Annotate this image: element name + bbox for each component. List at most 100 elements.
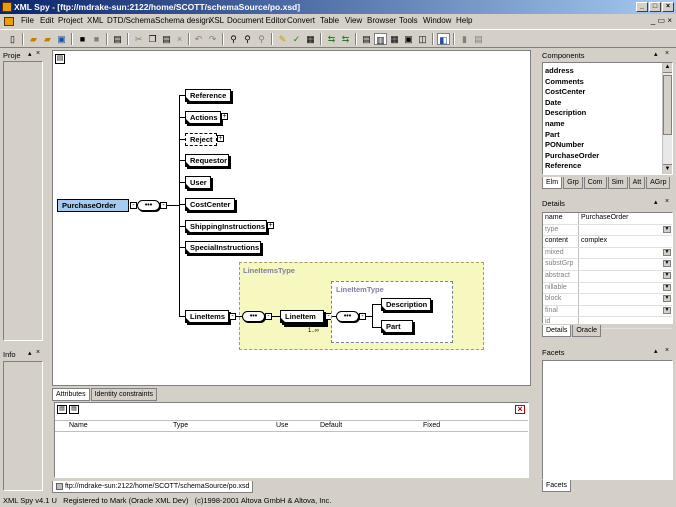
save-icon[interactable]: ■ (79, 34, 86, 44)
panel-close-icon[interactable]: × (665, 347, 670, 354)
details-row[interactable]: id (543, 317, 672, 329)
element-reference[interactable]: Reference (185, 89, 231, 102)
open-url-icon[interactable]: ▰ (44, 34, 51, 44)
list-item[interactable]: name (545, 118, 565, 128)
column-default[interactable]: Default (320, 422, 343, 429)
panel-close-icon[interactable]: × (665, 198, 670, 205)
tab-att[interactable]: Att (628, 177, 646, 189)
show-globals-icon[interactable]: ▤ (55, 54, 65, 64)
details-row[interactable]: type▼ (543, 224, 672, 237)
scroll-thumb[interactable] (663, 75, 672, 135)
delete-icon[interactable]: × (176, 34, 183, 44)
menu-file[interactable]: File (21, 16, 34, 25)
replace-icon[interactable]: ⚲ (258, 34, 265, 44)
mdi-controls[interactable]: _ ▭ × (650, 16, 672, 25)
details-row[interactable]: nillable▼ (543, 282, 672, 295)
xsl-fo-icon[interactable]: ⇆ (341, 34, 350, 44)
tab-oracle[interactable]: Oracle (572, 325, 602, 337)
details-value[interactable]: ▼ (579, 225, 672, 236)
save-all-icon[interactable]: ■ (93, 34, 100, 44)
menu-schema-design[interactable]: Schema design (155, 16, 211, 25)
close-icon[interactable]: × (662, 2, 674, 12)
list-item[interactable]: Reference (545, 161, 582, 171)
menu-help[interactable]: Help (456, 16, 473, 25)
list-item[interactable]: Description (545, 108, 587, 118)
redo-icon[interactable]: ↷ (208, 34, 217, 44)
panel-pin-icon[interactable]: ▴ (654, 199, 658, 206)
xmlspy-app-icon[interactable] (2, 2, 12, 12)
document-icon[interactable] (4, 17, 14, 26)
dropdown-arrow-icon[interactable]: ▼ (663, 295, 671, 303)
root-element-node[interactable]: PurchaseOrder (57, 199, 129, 212)
list-item[interactable]: PONumber (545, 140, 585, 150)
details-row[interactable]: abstract▼ (543, 270, 672, 283)
panel-pin-icon[interactable]: ▴ (654, 51, 658, 58)
menu-window[interactable]: Window (423, 16, 452, 25)
expand-icon[interactable]: + (221, 113, 228, 120)
append-attribute-icon[interactable]: ▤ (57, 405, 67, 414)
element-requestor[interactable]: Requestor (185, 154, 229, 167)
element-costcenter[interactable]: CostCenter (185, 198, 235, 211)
dropdown-arrow-icon[interactable]: ▼ (663, 283, 671, 291)
menu-dtd-schema[interactable]: DTD/Schema (107, 16, 156, 25)
element-shippinginstructions[interactable]: ShippingInstructions (185, 220, 267, 233)
check-wellformed-icon[interactable]: ✎ (278, 34, 287, 44)
panel-pin-icon[interactable]: ▴ (28, 350, 32, 357)
column-name[interactable]: Name (69, 422, 88, 429)
list-item[interactable]: Date (545, 97, 562, 107)
list-item[interactable]: Comments (545, 76, 584, 86)
oracle-save-icon[interactable]: ▤ (474, 34, 483, 44)
list-item[interactable]: Part (545, 129, 560, 139)
menu-project[interactable]: Project (58, 16, 83, 25)
document-tab[interactable]: ftp://mdrake-sun:2122/home/SCOTT/schemaS… (52, 481, 254, 493)
reload-icon[interactable]: ▣ (57, 34, 66, 44)
copy-icon[interactable]: ❐ (148, 34, 157, 44)
undo-icon[interactable]: ↶ (194, 34, 203, 44)
element-lineitems[interactable]: LineItems (185, 310, 229, 323)
details-value[interactable]: ▼ (579, 259, 672, 270)
maximize-icon[interactable]: □ (649, 2, 661, 12)
components-scrollbar[interactable]: ▲ ▼ (662, 63, 672, 174)
details-value[interactable]: ▼ (579, 248, 672, 259)
schema-view-icon[interactable]: ▥ (374, 33, 387, 45)
open-folder-icon[interactable]: ▰ (30, 34, 37, 44)
menu-xsl[interactable]: XSL (209, 16, 225, 25)
paste-icon[interactable]: ▤ (162, 34, 171, 44)
components-list[interactable]: address Comments CostCenter Date Descrip… (542, 62, 673, 175)
panel-close-icon[interactable]: × (36, 349, 41, 356)
facets-content[interactable] (542, 360, 673, 480)
menu-document-editor[interactable]: Document Editor (227, 16, 287, 25)
tab-attributes[interactable]: Attributes (52, 388, 90, 401)
sequence-compositor[interactable]: ••• (242, 311, 265, 322)
dropdown-arrow-icon[interactable]: ▼ (663, 271, 671, 279)
delete-attribute-icon[interactable]: × (515, 405, 525, 414)
column-use[interactable]: Use (276, 422, 289, 429)
collapse-icon[interactable]: - (229, 313, 236, 320)
menu-view[interactable]: View (345, 16, 363, 25)
tab-identity-constraints[interactable]: Identity constraints (90, 388, 157, 401)
find-icon[interactable]: ⚲ (230, 34, 237, 44)
element-user[interactable]: User (185, 176, 211, 189)
details-row[interactable]: block▼ (543, 294, 672, 306)
collapse-icon[interactable]: - (265, 313, 272, 320)
tab-sim[interactable]: Sim (607, 177, 628, 189)
tab-elm[interactable]: Elm (542, 177, 563, 189)
element-actions[interactable]: Actions (185, 111, 221, 124)
menu-edit[interactable]: Edit (40, 16, 54, 25)
column-fixed[interactable]: Fixed (423, 422, 441, 429)
details-row[interactable]: mixed▼ (543, 247, 672, 260)
cut-icon[interactable]: ✂ (134, 34, 143, 44)
menu-browser[interactable]: Browser (367, 16, 397, 25)
details-value[interactable]: ▼ (579, 294, 672, 305)
minimize-icon[interactable]: _ (636, 2, 648, 12)
dropdown-arrow-icon[interactable]: ▼ (663, 306, 671, 314)
tab-facets[interactable]: Facets (542, 480, 572, 492)
expand-icon[interactable]: + (267, 222, 274, 229)
menu-table[interactable]: Table (320, 16, 340, 25)
panel-pin-icon[interactable]: ▴ (654, 348, 658, 355)
collapse-icon[interactable]: - (359, 313, 366, 320)
find-next-icon[interactable]: ⚲ (244, 34, 251, 44)
sequence-compositor[interactable]: ••• (336, 311, 359, 322)
